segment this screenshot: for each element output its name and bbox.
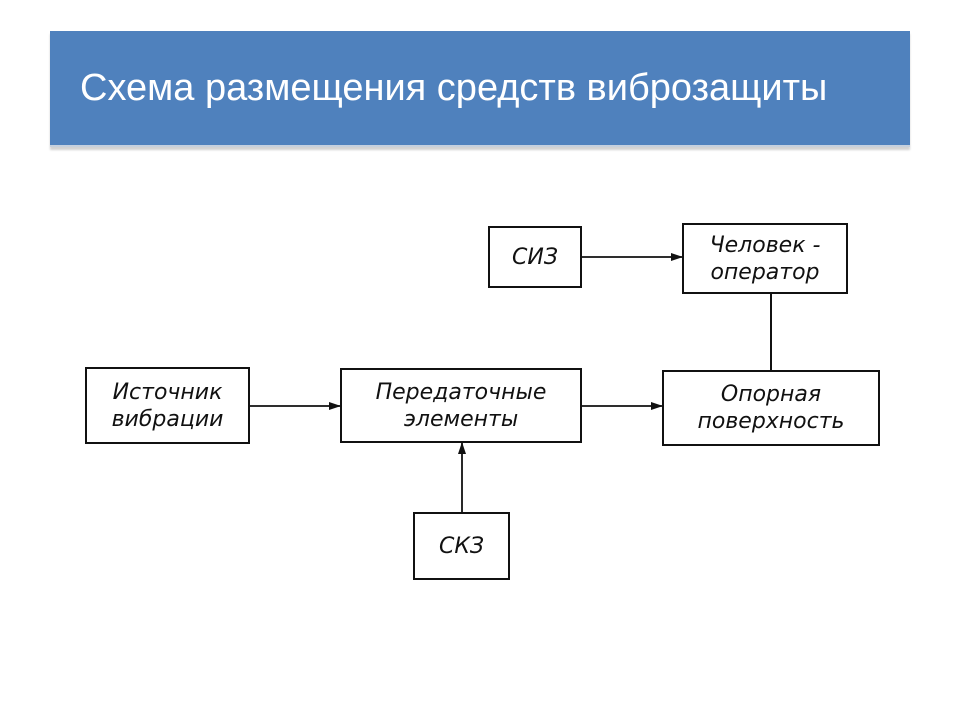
node-support-line1: Опорная xyxy=(720,382,822,407)
node-transfer-line1: Передаточные xyxy=(375,379,547,405)
node-siz-label: СИЗ xyxy=(512,244,558,270)
node-skz: СКЗ xyxy=(413,512,510,580)
node-transfer-line2: элементы xyxy=(403,406,519,432)
node-operator: Человек - оператор xyxy=(682,223,848,294)
node-transfer: Передаточные элементы xyxy=(340,368,582,443)
node-skz-label: СКЗ xyxy=(438,533,485,559)
node-source-line2: вибрации xyxy=(111,406,224,432)
node-source-line1: Источник xyxy=(112,379,223,405)
node-support-line2: поверхность xyxy=(697,409,845,434)
node-siz: СИЗ xyxy=(488,226,582,288)
node-source: Источник вибрации xyxy=(85,367,250,444)
slide-title: Схема размещения средств виброзащиты xyxy=(80,66,828,109)
title-bar: Схема размещения средств виброзащиты xyxy=(50,31,910,147)
node-operator-line1: Человек - xyxy=(709,232,821,258)
node-operator-line2: оператор xyxy=(710,259,820,285)
node-support: Опорная поверхность xyxy=(662,370,880,446)
